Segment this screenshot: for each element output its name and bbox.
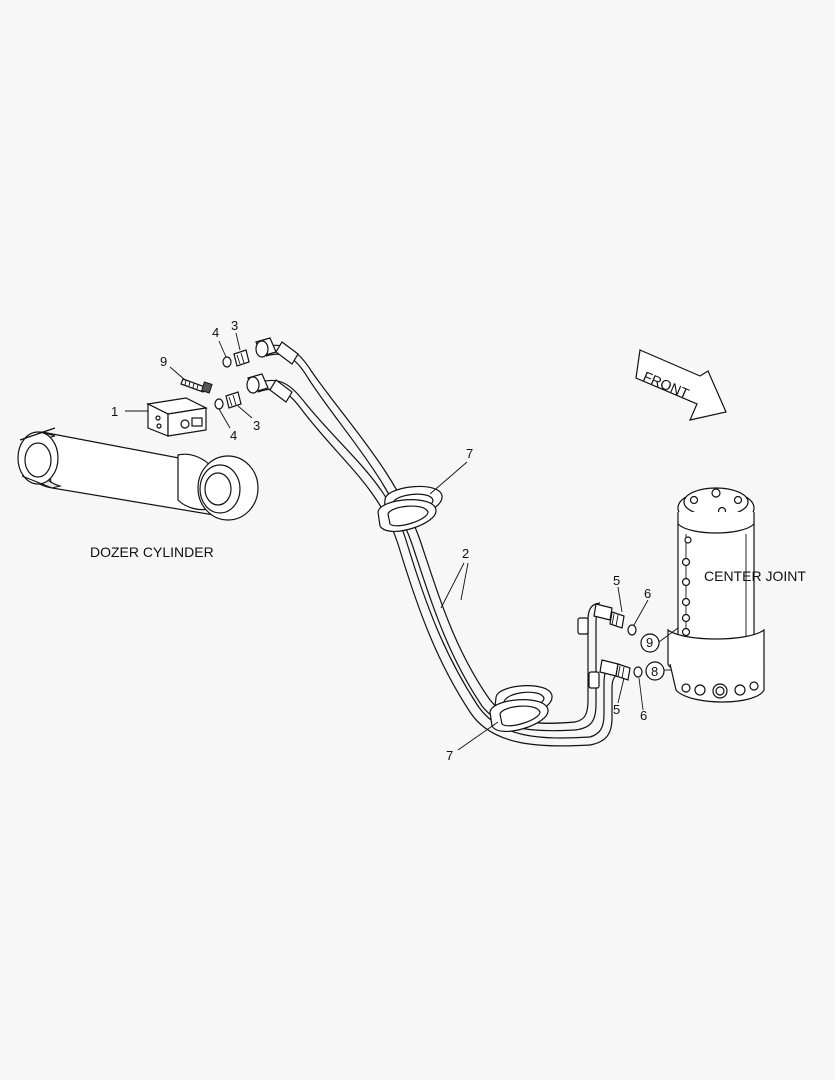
callout-3-top: 3 xyxy=(231,318,238,333)
valve-fittings xyxy=(214,349,250,410)
callout-1: 1 xyxy=(111,404,118,419)
hose-clamp-top xyxy=(377,485,443,532)
center-joint-label: CENTER JOINT xyxy=(704,568,806,584)
callout-circle-9 xyxy=(640,633,660,653)
dozer-cylinder-label: DOZER CYLINDER xyxy=(90,544,214,560)
valve-block xyxy=(146,378,213,437)
dozer-cylinder xyxy=(17,427,259,521)
callout-5-bottom: 5 xyxy=(613,702,620,717)
callout-circle-8 xyxy=(645,661,665,681)
hoses xyxy=(246,337,619,747)
front-arrow: FRONT xyxy=(635,349,727,421)
callout-numbers: 1 9 4 3 4 3 7 2 7 5 6 5 6 9 8 xyxy=(111,318,658,763)
callout-4-top: 4 xyxy=(212,325,219,340)
callout-4-bottom: 4 xyxy=(230,428,237,443)
callout-2: 2 xyxy=(462,546,469,561)
callout-9-joint: 9 xyxy=(646,635,653,650)
leaders xyxy=(125,332,679,751)
callout-5-top: 5 xyxy=(613,573,620,588)
callout-6-top: 6 xyxy=(644,586,651,601)
center-joint xyxy=(667,487,765,703)
callout-8: 8 xyxy=(651,664,658,679)
callout-6-bottom: 6 xyxy=(640,708,647,723)
callout-3-bottom: 3 xyxy=(253,418,260,433)
callout-7-top: 7 xyxy=(466,446,473,461)
hose-clamp-bottom xyxy=(489,685,553,732)
callout-7-bottom: 7 xyxy=(446,748,453,763)
joint-fittings xyxy=(593,603,643,681)
callout-9-cylinder: 9 xyxy=(160,354,167,369)
